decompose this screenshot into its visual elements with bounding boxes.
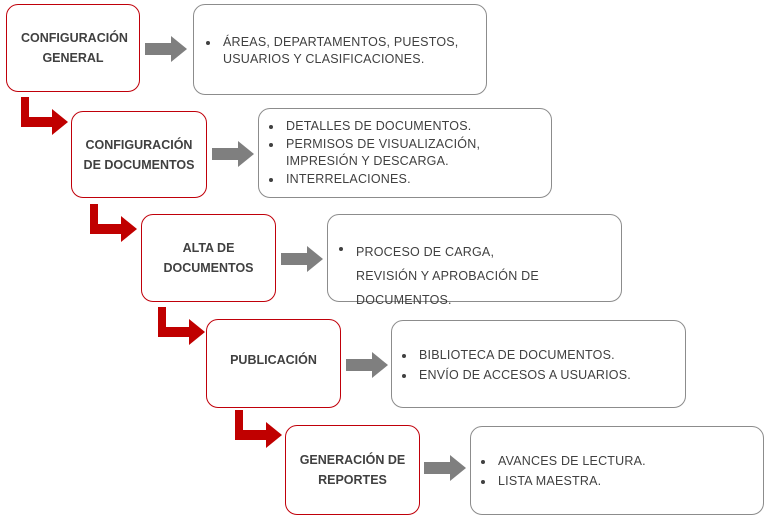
- step-title: GENERACIÓN DE REPORTES: [299, 453, 406, 487]
- detail-box-publicacion: BIBLIOTECA DE DOCUMENTOS. ENVÍO DE ACCES…: [391, 320, 686, 408]
- detail-item: AVANCES DE LECTURA.: [478, 453, 753, 470]
- right-arrow-icon: [281, 246, 323, 272]
- detail-item: BIBLIOTECA DE DOCUMENTOS.: [399, 347, 675, 364]
- detail-item: LISTA MAESTRA.: [478, 473, 753, 490]
- detail-item: ENVÍO DE ACCESOS A USUARIOS.: [399, 367, 675, 384]
- elbow-arrow-icon: [90, 204, 137, 242]
- step-box-configuracion-general: CONFIGURACIÓN GENERAL: [6, 4, 140, 92]
- detail-item: INTERRELACIONES.: [266, 171, 543, 188]
- detail-list: ÁREAS, DEPARTAMENTOS, PUESTOS, USUARIOS …: [203, 34, 476, 68]
- detail-list: PROCESO DE CARGA, REVISIÓN Y APROBACIÓN …: [336, 240, 611, 312]
- right-arrow-icon: [424, 455, 466, 481]
- step-title: CONFIGURACIÓN DE DOCUMENTOS: [83, 137, 195, 172]
- detail-item: DETALLES DE DOCUMENTOS.: [266, 118, 543, 135]
- detail-list: DETALLES DE DOCUMENTOS. PERMISOS DE VISU…: [266, 118, 543, 188]
- step-box-configuracion-documentos: CONFIGURACIÓN DE DOCUMENTOS: [71, 111, 207, 198]
- step-box-generacion-reportes: GENERACIÓN DE REPORTES: [285, 425, 420, 515]
- step-title: CONFIGURACIÓN GENERAL: [21, 31, 128, 65]
- step-title: ALTA DE DOCUMENTOS: [163, 241, 254, 275]
- detail-box-configuracion-general: ÁREAS, DEPARTAMENTOS, PUESTOS, USUARIOS …: [193, 4, 487, 95]
- right-arrow-icon: [212, 141, 254, 167]
- right-arrow-icon: [346, 352, 388, 378]
- detail-list: AVANCES DE LECTURA. LISTA MAESTRA.: [478, 453, 753, 490]
- detail-box-configuracion-documentos: DETALLES DE DOCUMENTOS. PERMISOS DE VISU…: [258, 108, 552, 198]
- detail-item: ÁREAS, DEPARTAMENTOS, PUESTOS, USUARIOS …: [203, 34, 476, 68]
- step-title: PUBLICACIÓN: [230, 353, 317, 367]
- right-arrow-icon: [145, 36, 187, 62]
- detail-item: PROCESO DE CARGA, REVISIÓN Y APROBACIÓN …: [336, 240, 611, 312]
- detail-box-generacion-reportes: AVANCES DE LECTURA. LISTA MAESTRA.: [470, 426, 764, 515]
- step-box-alta-documentos: ALTA DE DOCUMENTOS: [141, 214, 276, 302]
- detail-item: PERMISOS DE VISUALIZACIÓN, IMPRESIÓN Y D…: [266, 136, 543, 170]
- elbow-arrow-icon: [21, 97, 68, 135]
- detail-list: BIBLIOTECA DE DOCUMENTOS. ENVÍO DE ACCES…: [399, 347, 675, 384]
- elbow-arrow-icon: [235, 410, 282, 448]
- detail-box-alta-documentos: PROCESO DE CARGA, REVISIÓN Y APROBACIÓN …: [327, 214, 622, 307]
- step-box-publicacion: PUBLICACIÓN: [206, 319, 341, 408]
- elbow-arrow-icon: [158, 307, 205, 345]
